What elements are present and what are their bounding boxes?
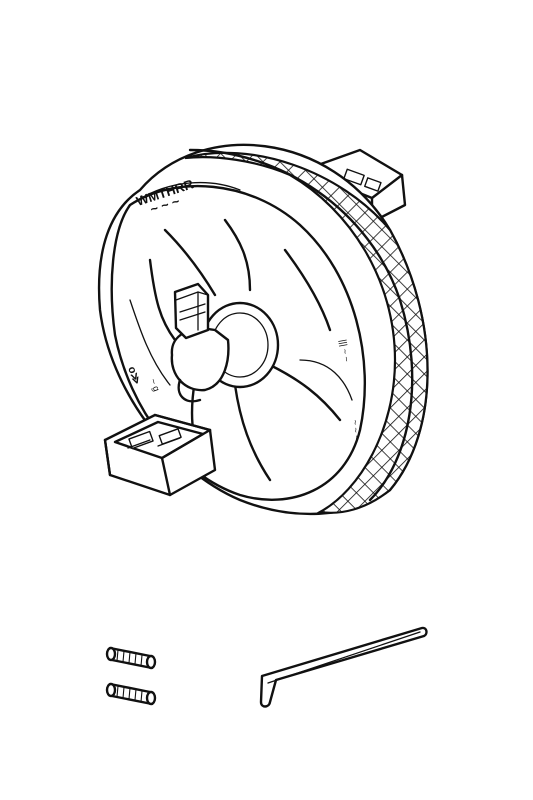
set-screw-icon [105,682,157,706]
set-screws [105,646,157,706]
svg-text:o≫: o≫ [125,365,143,386]
axle-bolt [173,282,210,340]
rim-markings: o≫ ~ g ||| ~ ~ ~ ~ ~ [125,339,362,441]
svg-text:~ g: ~ g [148,377,162,392]
front-pedal [103,413,217,497]
svg-text:||| ~ ~: ||| ~ ~ [338,339,352,363]
allen-key-icon [259,626,428,708]
tire-tread [184,151,429,514]
svg-text:~ ~ ~: ~ ~ ~ [350,419,362,441]
wheel-hub [170,301,280,403]
wheel-assembly: WMTHRR ~ ~ ~ [97,143,429,516]
set-screw-icon [105,646,157,670]
